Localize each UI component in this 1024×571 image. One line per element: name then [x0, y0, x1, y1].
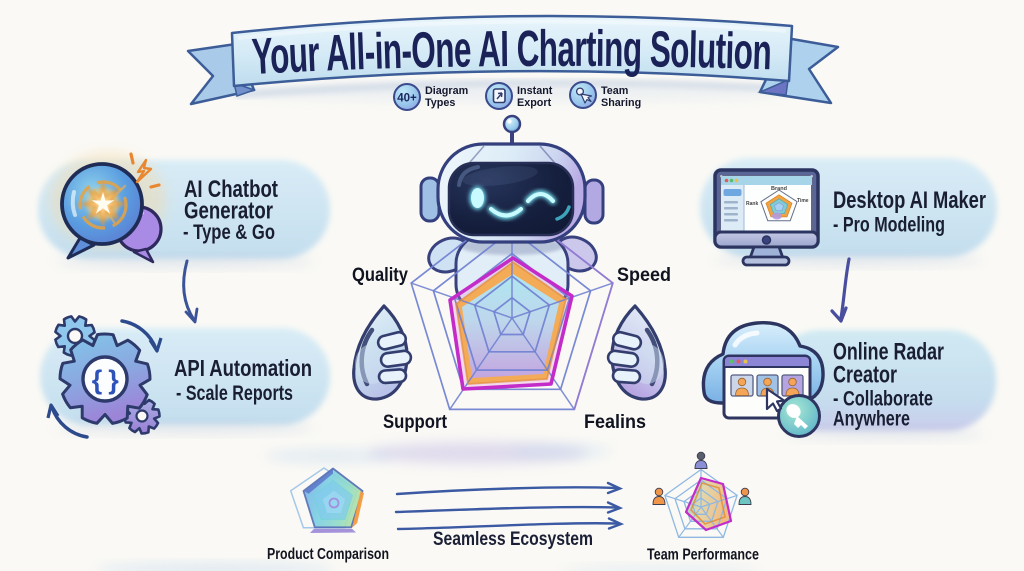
svg-text:Fealins: Fealins: [584, 411, 646, 433]
svg-text:Generator: Generator: [184, 198, 273, 225]
svg-text:Export: Export: [517, 97, 552, 109]
svg-text:Types: Types: [425, 97, 455, 109]
svg-text:- Type & Go: - Type & Go: [183, 220, 275, 244]
svg-text:Rank: Rank: [746, 201, 758, 207]
svg-text:Your All-in-One AI Charting So: Your All-in-One AI Charting Solution: [251, 20, 773, 85]
svg-text:Quality: Quality: [352, 264, 408, 286]
svg-text:Team: Team: [601, 85, 628, 97]
svg-text:AI Chatbot: AI Chatbot: [184, 176, 278, 203]
svg-text:Time: Time: [797, 198, 809, 204]
svg-text:Product Comparison: Product Comparison: [267, 546, 389, 563]
svg-text:Instant: Instant: [517, 85, 553, 97]
svg-text:Online Radar: Online Radar: [833, 339, 944, 366]
svg-text:Desktop AI Maker: Desktop AI Maker: [833, 187, 986, 214]
svg-text:Seamless Ecosystem: Seamless Ecosystem: [433, 529, 593, 550]
svg-text:Team Performance: Team Performance: [647, 547, 759, 564]
svg-text:- Pro Modeling: - Pro Modeling: [833, 214, 945, 237]
svg-text:Support: Support: [383, 411, 447, 433]
svg-text:40+: 40+: [397, 93, 417, 105]
svg-text:Diagram: Diagram: [425, 85, 468, 97]
svg-text:Speed: Speed: [617, 264, 671, 286]
svg-text:- Collaborate: - Collaborate: [833, 388, 933, 411]
svg-text:Sharing: Sharing: [601, 97, 641, 109]
svg-text:Brand: Brand: [771, 186, 787, 192]
svg-text:Creator: Creator: [833, 362, 897, 389]
svg-text:API Automation: API Automation: [174, 355, 312, 381]
svg-text:Anywhere: Anywhere: [833, 408, 910, 431]
svg-text:{: {: [92, 365, 103, 395]
svg-text:- Scale Reports: - Scale Reports: [176, 382, 293, 405]
svg-text:}: }: [108, 365, 119, 395]
